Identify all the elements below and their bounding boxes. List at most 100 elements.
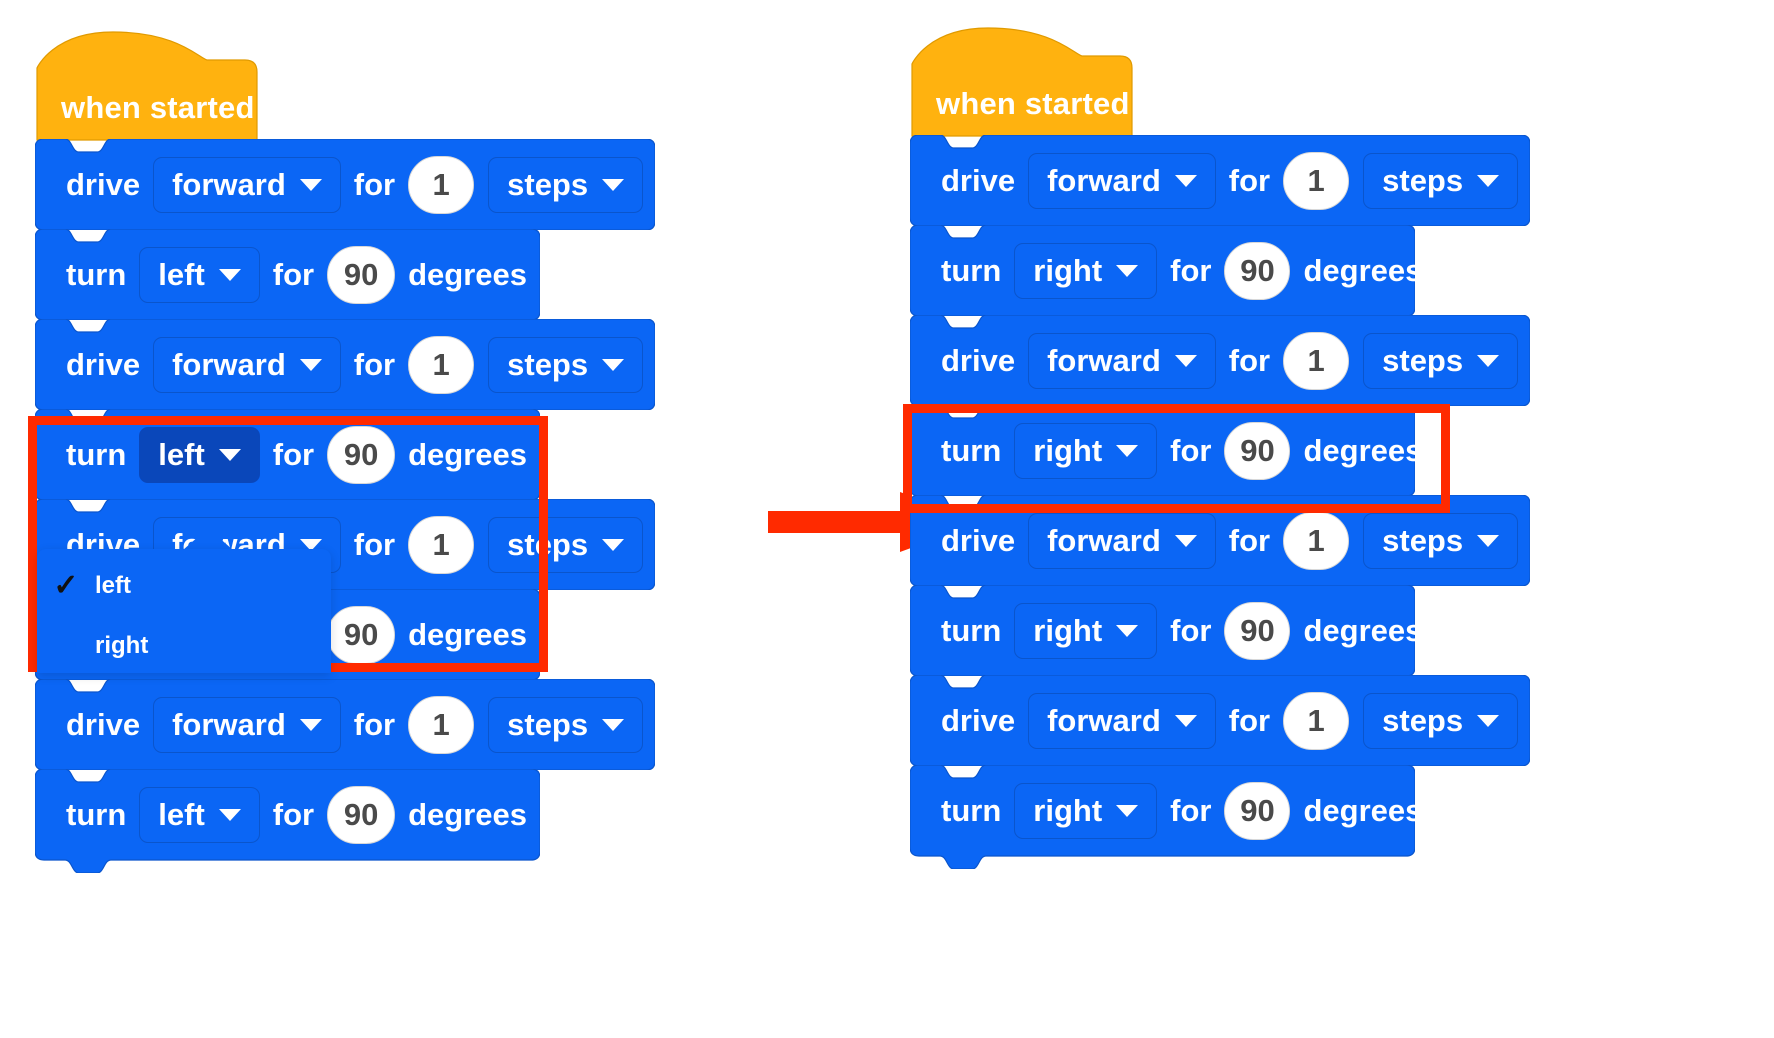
direction-dropdown-field[interactable]: forward [153, 336, 341, 393]
chevron-down-icon [1174, 534, 1197, 547]
unit-dropdown-field[interactable]: steps [1363, 692, 1519, 749]
block-keyword: turn [941, 613, 1002, 648]
unit-dropdown-field[interactable]: steps [488, 156, 644, 213]
unit-dropdown-field[interactable]: steps [1363, 512, 1519, 569]
unit-label: degrees [1303, 433, 1423, 468]
amount-number-field[interactable]: 90 [327, 785, 396, 844]
amount-number-field[interactable]: 1 [1283, 151, 1350, 210]
amount-number-field[interactable]: 90 [327, 425, 396, 484]
when-started-hat-block-left[interactable]: when started [35, 28, 265, 143]
dropdown-option-right[interactable]: right [37, 615, 331, 677]
direction-dropdown-value: right [1033, 613, 1103, 648]
unit-dropdown-value: steps [1382, 523, 1464, 558]
when-started-hat-block-right[interactable]: when started [910, 24, 1140, 139]
block-keyword: turn [66, 257, 127, 292]
amount-number-field[interactable]: 1 [408, 515, 475, 574]
amount-number-field[interactable]: 1 [1283, 511, 1350, 570]
chevron-down-icon [1116, 264, 1139, 277]
direction-dropdown-field[interactable]: right [1014, 782, 1158, 839]
unit-dropdown-field[interactable]: steps [488, 516, 644, 573]
chevron-down-icon [1477, 174, 1500, 187]
chevron-down-icon [602, 718, 625, 731]
amount-number-field[interactable]: 90 [1224, 241, 1291, 300]
unit-label: degrees [1303, 613, 1423, 648]
amount-value: 90 [343, 797, 379, 832]
unit-dropdown-field[interactable]: steps [488, 336, 644, 393]
hat-block-shape [36, 31, 258, 141]
direction-dropdown-value: forward [1047, 343, 1161, 378]
check-icon: ✓ [53, 569, 79, 602]
direction-dropdown-field[interactable]: right [1014, 422, 1158, 479]
chevron-down-icon [299, 358, 322, 371]
amount-value: 1 [1307, 343, 1325, 378]
block-keyword: for [272, 797, 315, 832]
chevron-down-icon [299, 178, 322, 191]
chevron-down-icon [602, 178, 625, 191]
direction-dropdown-field[interactable]: forward [153, 696, 341, 753]
block-keyword: turn [66, 797, 127, 832]
amount-number-field[interactable]: 90 [1224, 781, 1291, 840]
chevron-down-icon [602, 358, 625, 371]
unit-dropdown-value: steps [507, 527, 589, 562]
unit-dropdown-field[interactable]: steps [1363, 152, 1519, 209]
unit-dropdown-value: steps [507, 707, 589, 742]
unit-label: degrees [1303, 793, 1423, 828]
amount-number-field[interactable]: 1 [408, 155, 475, 214]
amount-number-field[interactable]: 90 [327, 605, 396, 664]
chevron-down-icon [299, 538, 322, 551]
amount-value: 90 [343, 257, 379, 292]
amount-value: 90 [1240, 433, 1275, 468]
chevron-down-icon [218, 448, 241, 461]
direction-dropdown-field[interactable]: left [139, 426, 260, 483]
direction-dropdown-field[interactable]: right [1014, 602, 1158, 659]
direction-dropdown-field[interactable]: forward [1028, 152, 1216, 209]
dropdown-option-left[interactable]: ✓ left [37, 555, 331, 617]
amount-number-field[interactable]: 1 [1283, 331, 1350, 390]
block-keyword: drive [941, 163, 1016, 198]
direction-dropdown-field[interactable]: left [139, 246, 260, 303]
dropdown-option-label: right [95, 632, 149, 659]
chevron-down-icon [1116, 804, 1139, 817]
unit-dropdown-field[interactable]: steps [1363, 332, 1519, 389]
amount-number-field[interactable]: 1 [408, 695, 475, 754]
direction-dropdown-value: forward [1047, 523, 1161, 558]
direction-dropdown-menu[interactable]: ✓ left right [37, 528, 331, 673]
hat-block-shape [911, 27, 1133, 137]
amount-number-field[interactable]: 1 [408, 335, 475, 394]
amount-number-field[interactable]: 90 [1224, 421, 1291, 480]
direction-dropdown-value: right [1033, 253, 1103, 288]
direction-dropdown-field[interactable]: forward [153, 156, 341, 213]
direction-dropdown-field[interactable]: right [1014, 242, 1158, 299]
direction-dropdown-field[interactable]: left [139, 786, 260, 843]
amount-value: 1 [432, 347, 450, 382]
unit-dropdown-field[interactable]: steps [488, 696, 644, 753]
block-keyword: turn [941, 253, 1002, 288]
direction-dropdown-field[interactable]: forward [1028, 692, 1216, 749]
amount-number-field[interactable]: 1 [1283, 691, 1350, 750]
block-keyword: for [353, 527, 396, 562]
block-keyword: for [1170, 433, 1212, 468]
direction-dropdown-field[interactable]: forward [1028, 332, 1216, 389]
direction-dropdown-field[interactable]: forward [1028, 512, 1216, 569]
chevron-down-icon [299, 718, 322, 731]
chevron-down-icon [602, 538, 625, 551]
amount-number-field[interactable]: 90 [1224, 601, 1291, 660]
chevron-down-icon [1477, 354, 1500, 367]
amount-number-field[interactable]: 90 [327, 245, 396, 304]
block-keyword: for [1228, 703, 1271, 738]
